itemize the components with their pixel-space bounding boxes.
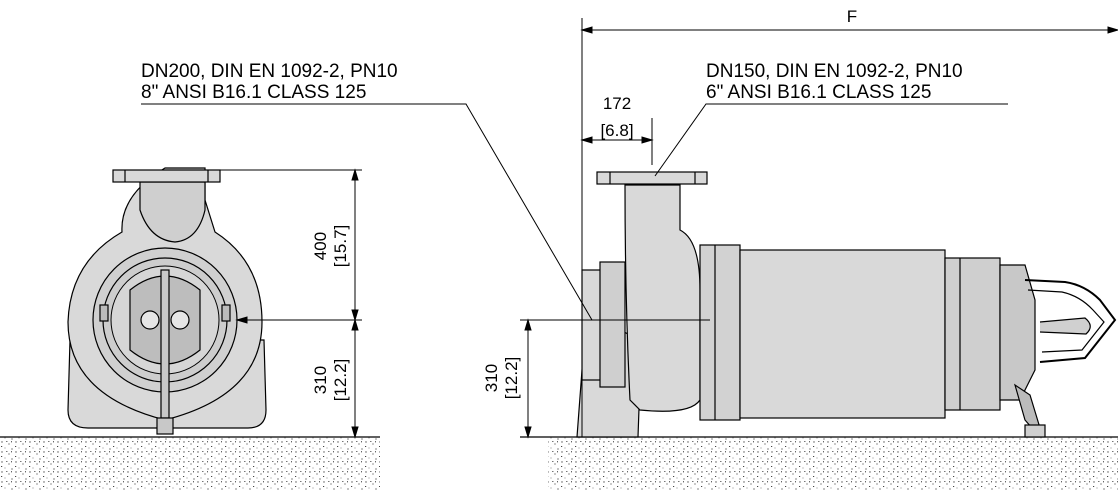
shaft-height-side-label: 310 [12.2] [482,357,521,400]
outlet-offset-in-label: [6.8] [600,121,633,140]
outlet-height-in: [15.7] [331,225,350,268]
outlet-height-mm: 400 [311,232,330,260]
front-dimension-lines [205,168,362,439]
outlet-height-label: 400 [15.7] [311,225,350,268]
outlet-offset-mm: 172 [603,94,631,113]
shaft-height-side-mm: 310 [482,364,501,392]
shaft-height-front-mm: 310 [311,366,330,394]
inlet-flange-callout: DN200, DIN EN 1092-2, PN10 8" ANSI B16.1… [141,61,593,321]
floor-ground-right [520,436,1118,490]
pump-front-view [67,167,267,435]
overall-length-label: F [847,7,857,26]
outlet-flange-spec-line2: 6" ANSI B16.1 CLASS 125 [706,82,931,103]
outlet-flange-spec-line1: DN150, DIN EN 1092-2, PN10 [706,61,963,82]
shaft-height-side-in: [12.2] [502,357,521,400]
inlet-flange-spec-line1: DN200, DIN EN 1092-2, PN10 [141,61,398,82]
shaft-height-front-label: 310 [12.2] [311,359,350,402]
inlet-flange-spec-line2: 8" ANSI B16.1 CLASS 125 [141,82,366,103]
side-dimension-lines [524,18,1118,439]
outlet-flange-callout: DN150, DIN EN 1092-2, PN10 6" ANSI B16.1… [654,61,1008,177]
shaft-height-front-in: [12.2] [331,359,350,402]
floor-ground-left [0,436,380,490]
pump-side-view [576,171,1117,438]
outlet-offset-in: [6.8] [600,121,633,140]
